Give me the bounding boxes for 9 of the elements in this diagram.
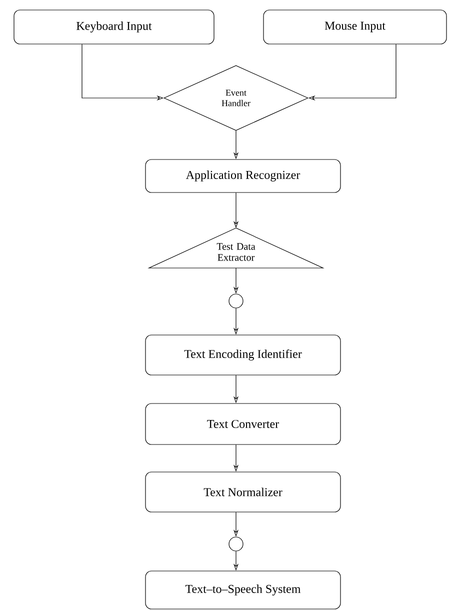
- connector-circle: [228, 294, 244, 308]
- process-box: Text Converter: [145, 403, 341, 445]
- process-box: Text Normalizer: [145, 472, 341, 512]
- process-box: Text Encoding Identifier: [145, 334, 341, 376]
- process-box: Text–to–Speech System: [145, 570, 341, 610]
- process-box: Application Recognizer: [145, 159, 341, 193]
- process-box: Keyboard Input: [14, 10, 214, 44]
- process-box: Mouse Input: [263, 10, 447, 44]
- connector-circle: [228, 536, 244, 552]
